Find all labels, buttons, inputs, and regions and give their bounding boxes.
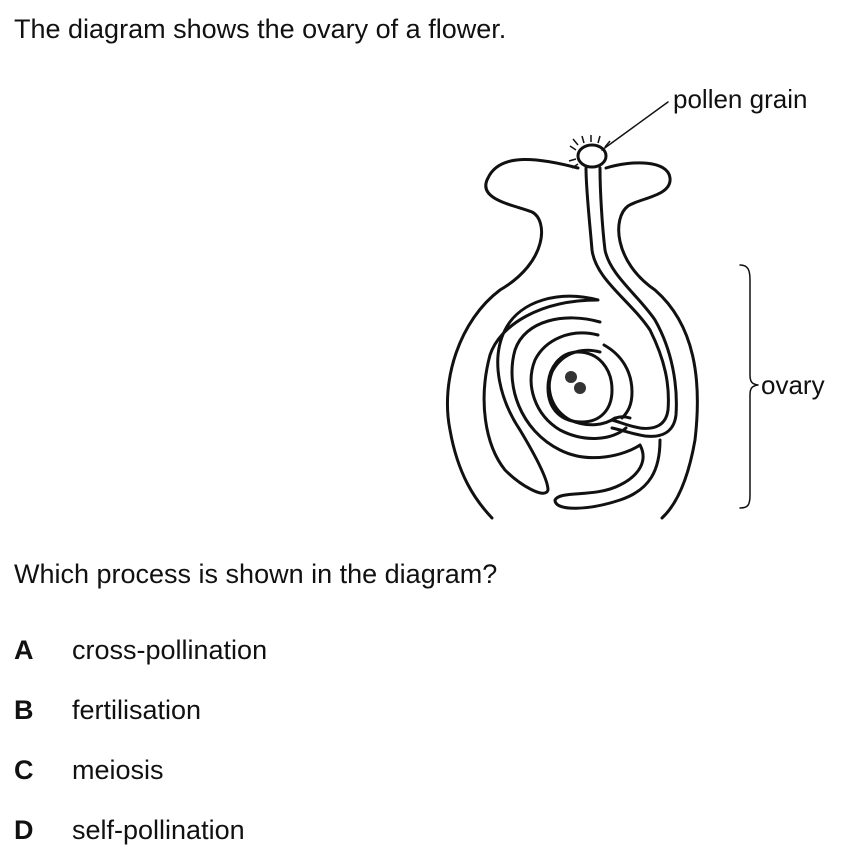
option-text: cross-pollination — [72, 634, 268, 665]
option-d[interactable]: D self-pollination — [14, 800, 267, 860]
outer-integument — [482, 294, 600, 495]
integument-tip — [602, 343, 634, 420]
pistil-outline — [445, 157, 580, 520]
intro-text: The diagram shows the ovary of a flower. — [14, 14, 507, 44]
option-letter: C — [14, 754, 34, 785]
pollen-grain-spikes — [568, 135, 611, 169]
nucleus-1 — [565, 371, 577, 383]
inner-integument — [529, 331, 628, 440]
ovary-bracket — [739, 264, 759, 509]
embryo-sac — [546, 350, 614, 424]
micropyle — [610, 415, 632, 422]
nucleus-2 — [574, 382, 586, 394]
ovule-wall — [510, 316, 662, 510]
option-c[interactable]: C meiosis — [14, 740, 267, 800]
option-text: meiosis — [72, 754, 164, 785]
option-letter: A — [14, 634, 34, 665]
pistil-outline-right — [604, 161, 699, 520]
question-text: Which process is shown in the diagram? — [14, 559, 498, 589]
pollen-grain — [576, 143, 608, 169]
option-a[interactable]: A cross-pollination — [14, 620, 267, 680]
option-text: fertilisation — [72, 694, 202, 725]
option-b[interactable]: B fertilisation — [14, 680, 267, 740]
option-text: self-pollination — [72, 814, 245, 845]
pollen-tube-inner — [598, 166, 678, 438]
ovary-label: ovary — [761, 370, 825, 400]
option-letter: D — [14, 814, 34, 845]
option-letter: B — [14, 694, 34, 725]
pollen-grain-label: pollen grain — [673, 84, 807, 114]
pollen-grain-label-line — [601, 101, 669, 151]
pollen-tube — [584, 166, 670, 430]
answer-options: A cross-pollination B fertilisation C me… — [14, 620, 267, 860]
